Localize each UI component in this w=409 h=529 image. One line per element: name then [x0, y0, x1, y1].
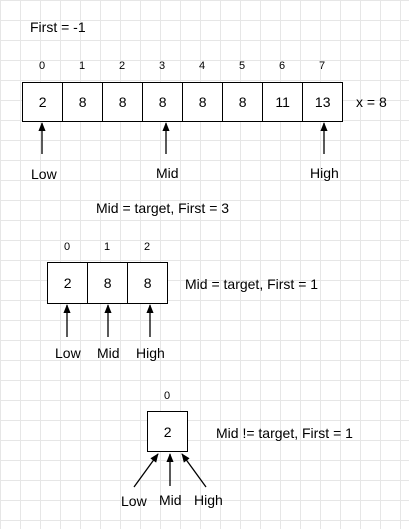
array-3-low-label: Low	[121, 493, 147, 509]
array-1-index: 0	[38, 60, 46, 72]
array-1-index: 2	[118, 60, 126, 72]
initial-first-value: First = -1	[30, 19, 86, 35]
array-2-cell: 2	[47, 262, 89, 304]
array-3-cell: 2	[147, 411, 189, 452]
array-1-low-label: Low	[31, 166, 57, 182]
step-1-result: Mid = target, First = 3	[96, 200, 230, 216]
array-1-index: 7	[318, 60, 326, 72]
array-1-cell: 8	[102, 82, 144, 122]
array-1-cell: 8	[182, 82, 224, 122]
array-1-mid-label: Mid	[156, 165, 179, 181]
target-value-label: x = 8	[356, 94, 387, 110]
array-2-index: 0	[63, 241, 71, 253]
array-1-index: 3	[158, 60, 166, 72]
array-1-index: 1	[78, 60, 86, 72]
array-1-index: 4	[198, 60, 206, 72]
step-3-result: Mid != target, First = 1	[216, 425, 353, 441]
array-1-high-label: High	[310, 165, 339, 181]
array-1-cell: 8	[222, 82, 264, 122]
array-2-low-label: Low	[55, 345, 81, 361]
array-2-index: 1	[103, 241, 111, 253]
array-2-cell: 8	[87, 262, 129, 304]
array-2-index: 2	[143, 241, 151, 253]
array-2-cell: 8	[127, 262, 169, 304]
array-3-index: 0	[163, 390, 171, 402]
array-1-cell: 13	[302, 82, 344, 122]
step-2-result: Mid = target, First = 1	[185, 276, 319, 292]
array-1-cell: 2	[22, 82, 64, 122]
array-2-high-label: High	[136, 345, 165, 361]
array-3-mid-label: Mid	[159, 492, 182, 508]
array-1-index: 5	[238, 60, 246, 72]
array-2-mid-label: Mid	[97, 345, 120, 361]
array-3-high-label: High	[194, 492, 223, 508]
array-3-high-arrow	[181, 453, 207, 488]
array-3-low-arrow	[133, 453, 159, 488]
array-1-cell: 11	[262, 82, 304, 122]
array-1-index: 6	[278, 60, 286, 72]
